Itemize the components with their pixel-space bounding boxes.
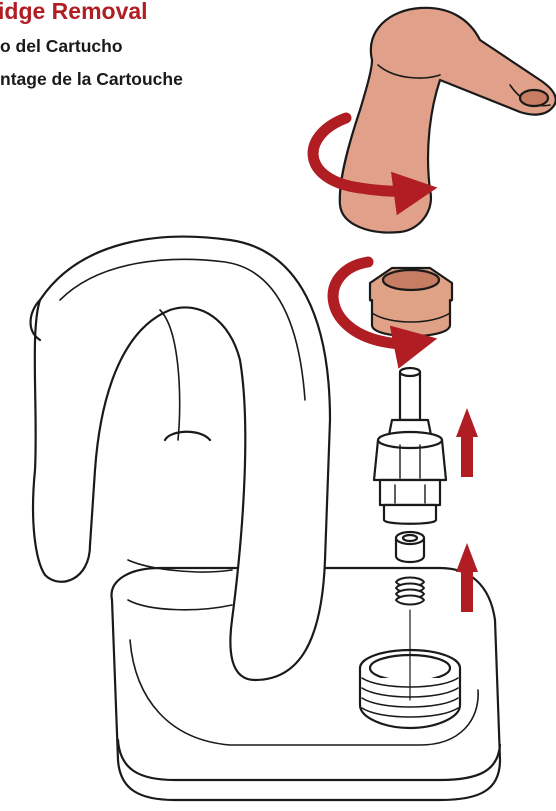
seat-part <box>396 532 424 562</box>
cartridge-part <box>374 368 446 524</box>
bonnet-nut-part <box>370 268 452 336</box>
handle-part <box>340 8 556 233</box>
spring-part <box>396 578 424 605</box>
cartridge-lift-arrow <box>456 408 478 477</box>
